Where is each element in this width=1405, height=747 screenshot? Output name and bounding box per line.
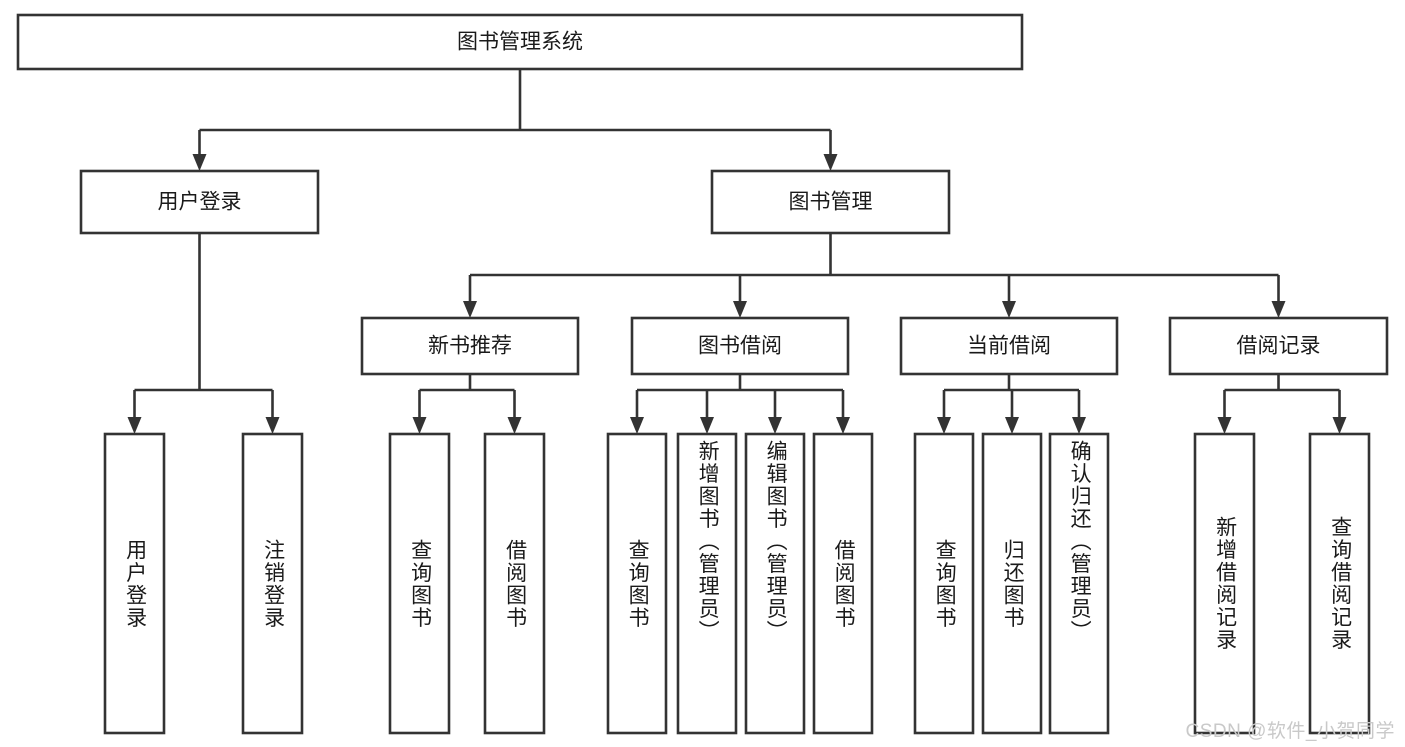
arrow-head — [1271, 301, 1286, 318]
node-box-borrow-record[interactable] — [1168, 316, 1389, 376]
arrow-head — [768, 417, 782, 434]
node-box-book-manage[interactable] — [710, 169, 951, 235]
node-box-book-borrow[interactable] — [630, 316, 850, 376]
node-box-leaf-query-book-borrow[interactable] — [606, 432, 668, 735]
node-box-root[interactable] — [16, 13, 1024, 71]
arrow-head — [127, 417, 142, 434]
node-box-leaf-return-book[interactable] — [981, 432, 1043, 735]
connector-layer — [127, 69, 1347, 434]
arrow-head — [823, 154, 838, 171]
arrow-head — [937, 417, 951, 434]
node-label-book-borrow: 图书借阅 — [698, 335, 782, 358]
node-box-leaf-add-book[interactable] — [676, 432, 738, 735]
arrow-head — [265, 417, 280, 434]
arrow-head — [700, 417, 714, 434]
arrow-head — [1002, 301, 1016, 318]
node-label-borrow-record: 借阅记录 — [1237, 335, 1321, 358]
node-box-new-book-recommend[interactable] — [360, 316, 580, 376]
arrow-head — [412, 417, 427, 434]
node-box-leaf-query-borrow-record[interactable] — [1308, 432, 1371, 735]
arrow-head — [733, 301, 747, 318]
node-box-user-login[interactable] — [79, 169, 320, 235]
arrow-head — [463, 301, 477, 318]
node-label-new-book-recommend: 新书推荐 — [428, 335, 512, 358]
csdn-watermark: CSDN @软件_小贺同学 — [1185, 721, 1395, 742]
node-box-current-borrow[interactable] — [899, 316, 1119, 376]
node-box-leaf-add-borrow-record[interactable] — [1193, 432, 1256, 735]
node-box-leaf-confirm-return[interactable] — [1048, 432, 1110, 735]
node-box-leaf-borrow-book[interactable] — [812, 432, 874, 735]
node-box-leaf-edit-book[interactable] — [744, 432, 806, 735]
arrow-head — [1072, 417, 1086, 434]
arrow-head — [836, 417, 850, 434]
arrow-head — [192, 154, 207, 171]
arrow-head — [630, 417, 644, 434]
node-label-user-login: 用户登录 — [158, 191, 242, 214]
node-box-leaf-borrow-book-recommend[interactable] — [483, 432, 546, 735]
node-label-book-manage: 图书管理 — [789, 191, 873, 214]
arrow-head — [507, 417, 522, 434]
node-label-root: 图书管理系统 — [457, 31, 583, 54]
arrow-head — [1217, 417, 1232, 434]
node-label-current-borrow: 当前借阅 — [967, 335, 1051, 358]
node-box-layer — [16, 13, 1389, 735]
node-box-leaf-user-login[interactable] — [103, 432, 166, 735]
node-box-leaf-query-book-current[interactable] — [913, 432, 975, 735]
arrow-head — [1005, 417, 1019, 434]
node-box-leaf-user-logout[interactable] — [241, 432, 304, 735]
arrow-head — [1332, 417, 1347, 434]
node-box-leaf-query-book-recommend[interactable] — [388, 432, 451, 735]
